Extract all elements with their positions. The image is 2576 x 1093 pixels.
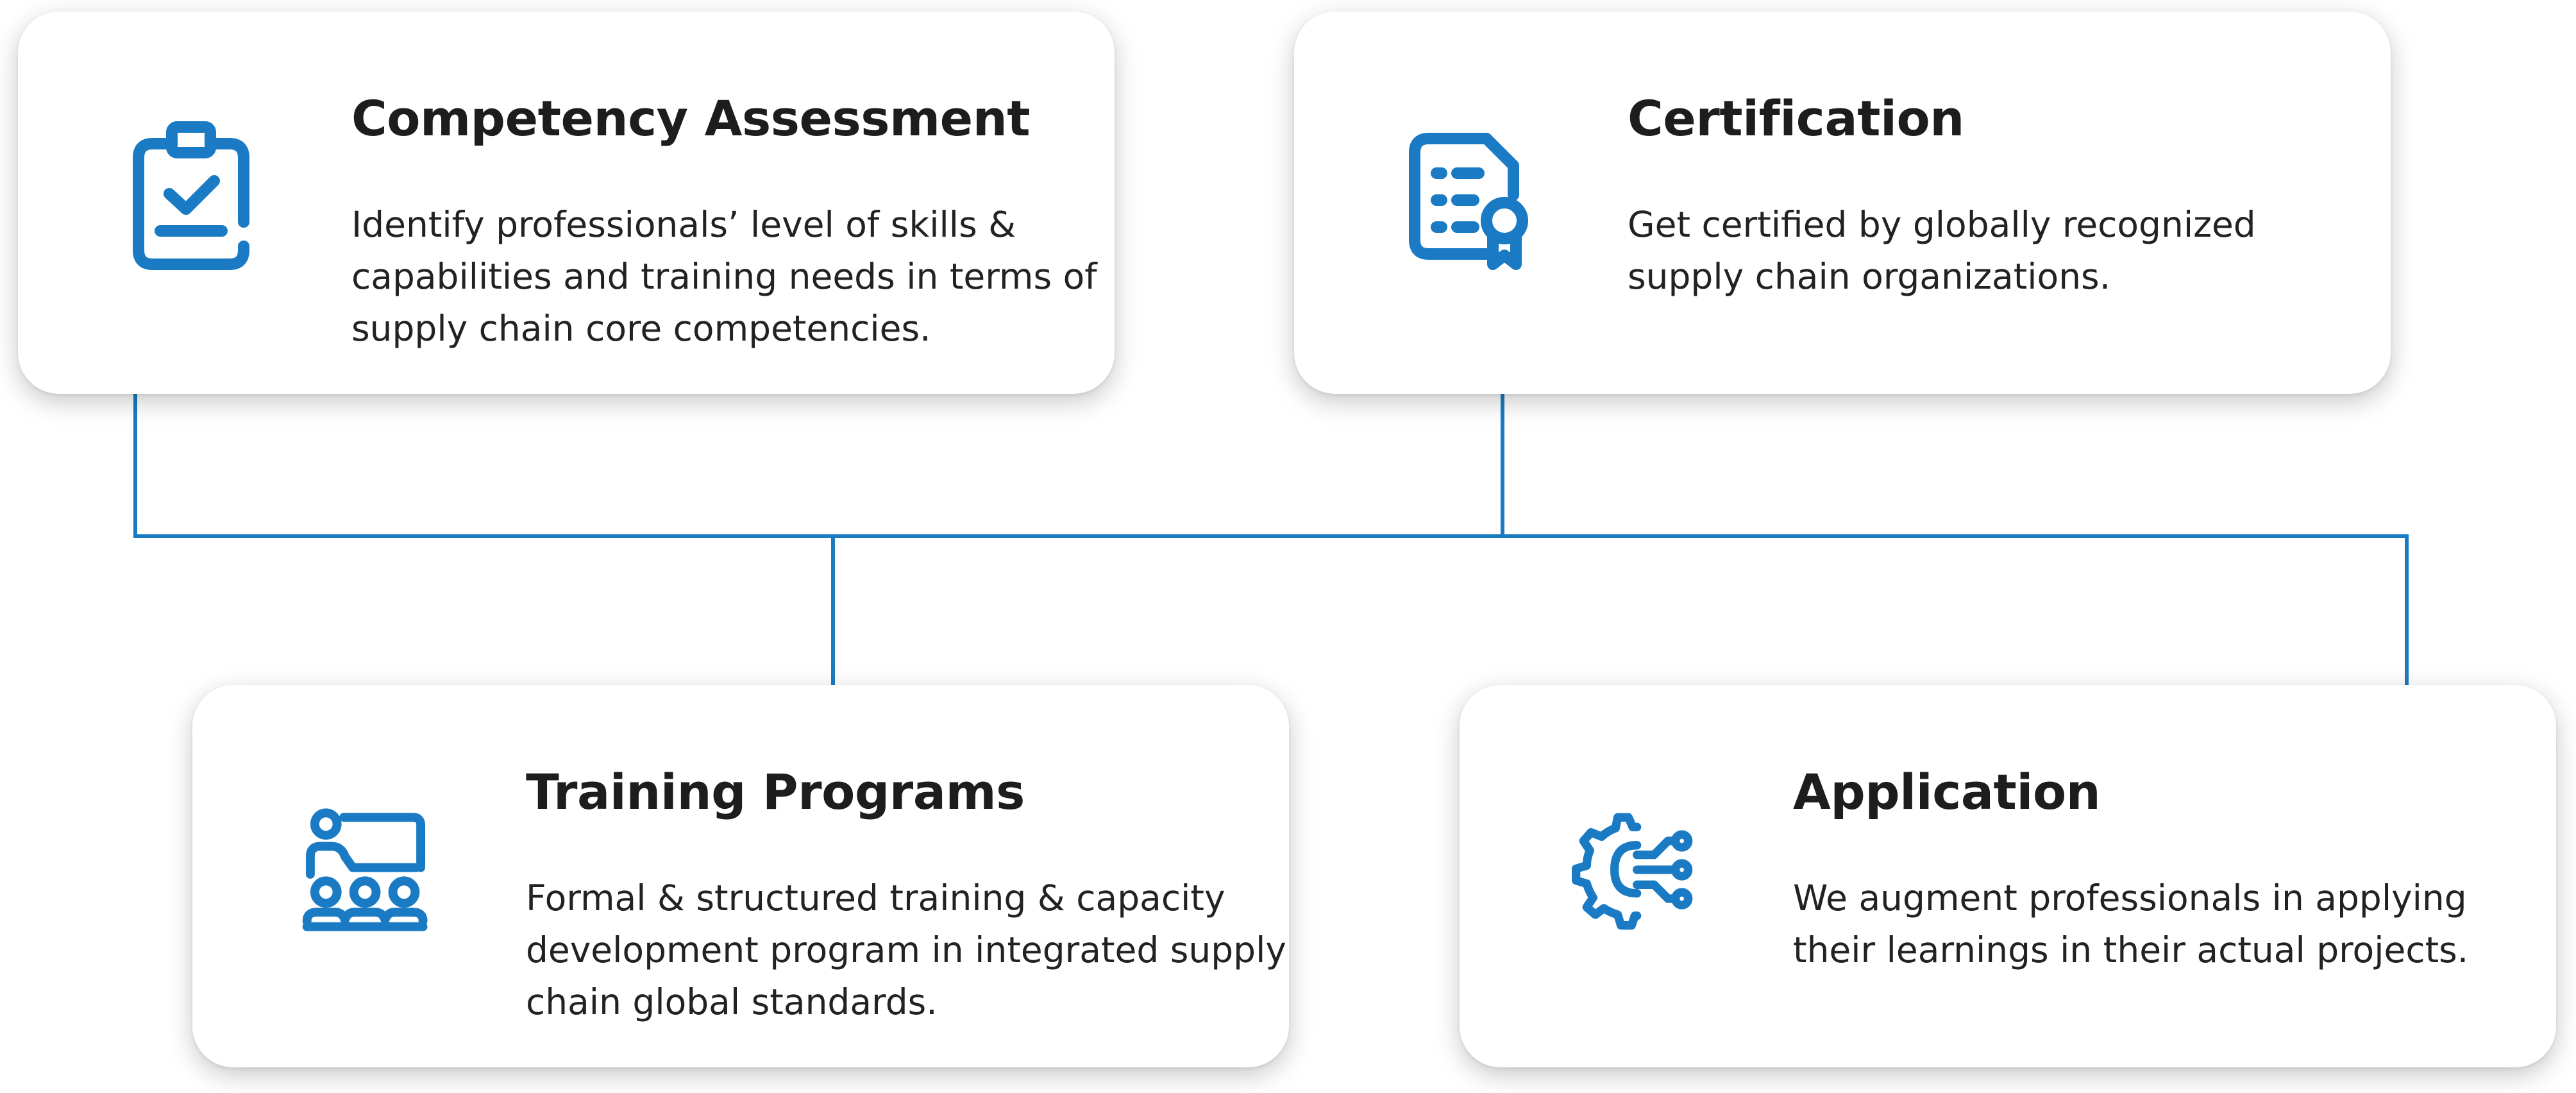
card-description-line: their learnings in their actual projects…	[1793, 929, 2469, 970]
card-description-line: Identify professionals’ level of skills …	[351, 204, 1016, 245]
card-description-line: capabilities and training needs in terms…	[351, 256, 1097, 297]
card-description-line: Get certified by globally recognized	[1628, 204, 2256, 245]
card-description: Get certified by globally recognized sup…	[1628, 199, 2256, 303]
card-title: Certification	[1628, 90, 1964, 147]
training-programs-card: Training Programs Formal & structured tr…	[192, 685, 1289, 1067]
card-description-line: supply chain core competencies.	[351, 308, 931, 349]
card-description: Formal & structured training & capacity …	[526, 872, 1286, 1028]
certification-card: Certification Get certified by globally …	[1294, 12, 2391, 394]
card-description-line: development program in integrated supply	[526, 929, 1286, 970]
card-title: Application	[1793, 763, 2101, 820]
clipboard-check-icon	[127, 119, 255, 273]
card-title: Competency Assessment	[351, 90, 1031, 147]
card-description: We augment professionals in applying the…	[1793, 872, 2468, 976]
competency-assessment-card: Competency Assessment Identify professio…	[18, 12, 1115, 394]
card-description-line: We augment professionals in applying	[1793, 877, 2467, 919]
card-description: Identify professionals’ level of skills …	[351, 199, 1097, 355]
card-description-line: chain global standards.	[526, 981, 938, 1022]
certificate-document-icon	[1403, 119, 1531, 273]
gear-circuit-icon	[1569, 793, 1697, 947]
card-title: Training Programs	[526, 763, 1025, 820]
card-description-line: supply chain organizations.	[1628, 256, 2111, 297]
application-card: Application We augment professionals in …	[1460, 685, 2556, 1067]
classroom-presentation-icon	[301, 793, 430, 947]
card-description-line: Formal & structured training & capacity	[526, 877, 1225, 919]
